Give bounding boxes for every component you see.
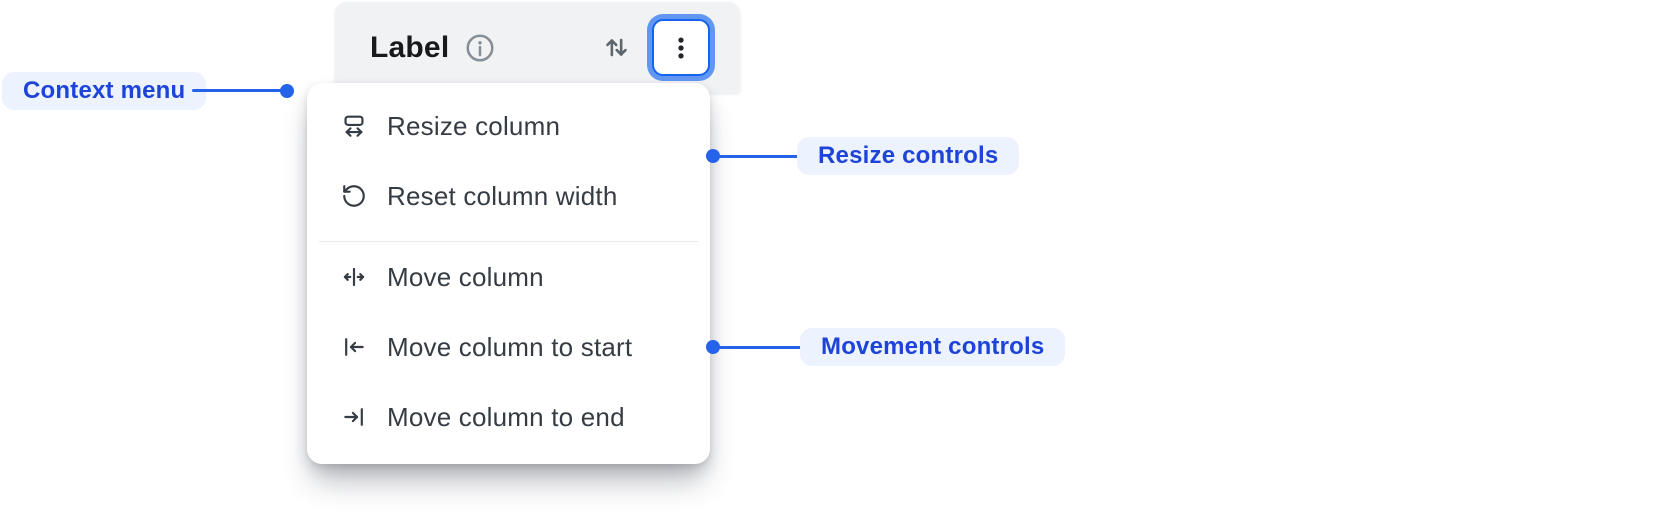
annotation-context-menu-connector-dot [280,84,294,98]
reset-column-width-icon [341,183,367,209]
move-column-start-icon [341,334,367,360]
menu-item-move-column-to-start[interactable]: Move column to start [307,312,710,382]
column-context-menu: Resize column Reset column width [307,83,710,464]
annotation-movement-controls: Movement controls [800,328,1066,366]
resize-column-icon [341,113,367,139]
menu-item-reset-column-width[interactable]: Reset column width [307,161,710,231]
move-column-icon [341,264,367,290]
annotation-movement-controls-connector-line [713,345,805,349]
menu-divider [319,241,698,242]
annotation-resize-controls-connector-line [713,154,802,158]
menu-item-move-column-to-end[interactable]: Move column to end [307,382,710,452]
column-header: Label [335,2,740,93]
menu-item-move-column[interactable]: Move column [307,242,710,312]
annotation-resize-controls: Resize controls [797,137,1020,175]
annotation-context-menu-connector-line [192,89,287,92]
column-menu-button[interactable] [652,19,710,76]
annotation-context-menu: Context menu [2,72,207,110]
menu-item-resize-column[interactable]: Resize column [307,91,710,161]
sort-arrows-icon[interactable] [601,32,632,63]
menu-item-label: Resize column [387,110,561,141]
kebab-menu-icon [666,33,696,63]
column-header-title: Label [370,30,450,64]
move-column-end-icon [341,404,367,430]
menu-item-label: Move column to start [387,331,633,362]
menu-item-label: Reset column width [387,180,618,211]
menu-item-label: Move column to end [387,401,625,432]
info-icon[interactable] [464,32,496,64]
menu-item-label: Move column [387,261,544,292]
